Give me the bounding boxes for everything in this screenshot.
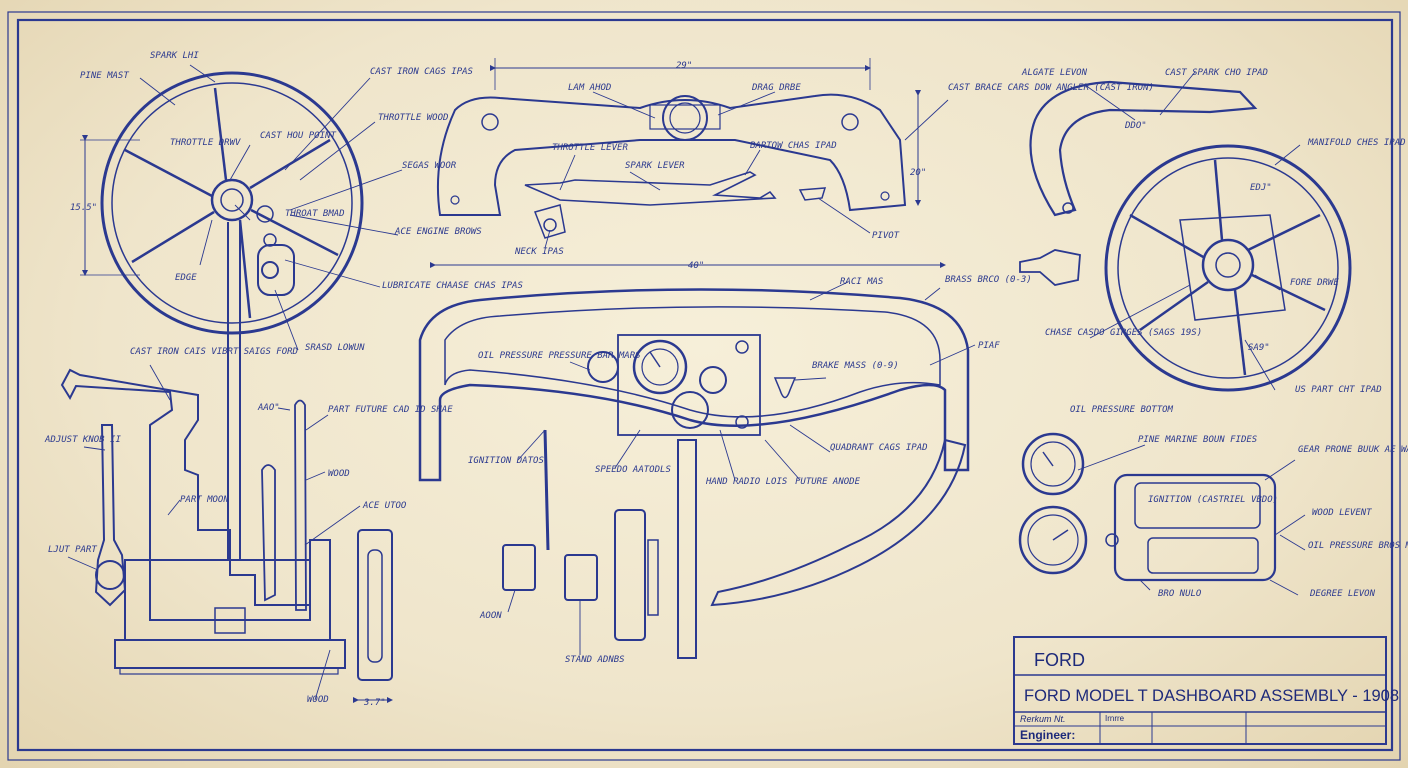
label-future-anode: FUTURE ANODE [795,477,861,487]
label-neck-ipas: NECK IPAS [514,247,564,257]
right-bracket [1029,80,1258,217]
label-brass: BRASS BRCO (0-3) [945,275,1032,285]
dim-lever-angle: AAO" [257,403,280,413]
label-fore-pivot: FORE DRWE [1290,278,1339,288]
drawing-title: FORD MODEL T DASHBOARD ASSEMBLY - 1908 [1024,687,1399,705]
label-algate-lever: ALGATE LEVON [1021,68,1088,78]
field1-value: Irnrre [1105,714,1125,723]
dim-wheel-dia: 15.5" [70,203,97,213]
label-speedo: SPEEDO AATODLS [595,465,671,475]
label-wood-lever: WOOD LEVENT [1312,508,1372,518]
label-cast-iron-top: CAST IRON CAGS IPAS [370,67,474,77]
top-bracket: 29" 20" [436,58,926,239]
label-gear-prone: GEAR PRONE BUUK AE WAWT [1298,445,1408,455]
label-cast-iron-left: CAST IRON CAIS VIBRT SAIGS FORD [130,347,298,357]
label-brake: BRAKE MASS (0-9) [812,361,899,371]
label-throttle-lever: THROTTLE LEVER [552,143,628,153]
label-wood-b: WOOD [307,695,329,705]
label-stand-lower: SRASD LOWUN [305,343,365,353]
outer-border [7,11,1401,761]
label-part-future: PART FUTURE CAD ID SHAE [328,405,453,415]
label-cast-spark: CAST SPARK CHO IPAD [1165,68,1268,78]
label-us-part: US PART CHT IPAD [1295,385,1382,395]
label-quadrant: QUADRANT CAGS IPAD [830,443,928,453]
label-stand-adnbs: STAND ADNBS [565,655,625,665]
label-oil-pressure: OIL PRESSURE PRESSURE BAR MARS [478,351,641,361]
inner-border [16,18,1394,752]
label-part-lower: PART MOON [180,495,229,505]
right-gauges [1018,432,1277,582]
label-cast-brace: CAST BRACE CARS DOW ANGLER (CAST IRON) [948,83,1154,93]
dim-dash-width: 40" [688,261,704,271]
label-drag-oscr: DRAG DRBE [751,83,801,93]
field1-label: Rerkum Nt. [1020,714,1066,724]
label-bartow: BARTOW CHAS IPAD [750,141,837,151]
label-pine-b: PIAF [978,341,1000,351]
dim-wheel-right-b: SA9" [1248,343,1270,353]
dim-bottom-width: 3.7" [363,698,386,708]
callout-labels: PINE MAST SPARK LHI CAST IRON CAGS IPAS … [44,51,1408,705]
label-lam-wood: LAM AHOD [568,83,611,93]
label-spark-lever: SPARK LEVER [625,161,685,171]
steering-wheel-left: 15.5" [70,71,364,560]
label-lubrication: LUBRICATE CHAASE CHAS IPAS [382,281,523,291]
label-cast-iron-mid: CAST HOU POINT [260,131,336,141]
label-edge: EDGE [175,273,197,283]
label-ace-engine: ACE ENGINE BROWS [394,227,482,237]
label-hand-radio: HAND RADIO LOIS [705,477,788,487]
dim-bracket-height: 20" [910,168,926,178]
label-throttle-wood: THROTTLE WOOD [378,113,448,123]
label-oil-pressure-right: OIL PRESSURE BROS MAAS [1308,541,1408,551]
dim-wheel-right-a: EDJ" [1250,183,1272,193]
label-ace-lower: ACE UTOO [362,501,407,511]
label-ignition: IGNITION DATOS [468,456,544,466]
label-degree-lower: DEGREE LEVON [1309,589,1376,599]
label-ignition-right: IGNITION (CASTRIEL VBDO) [1148,495,1278,505]
label-wood-a: WOOD [328,469,350,479]
label-oil-pressure-bottom: OIL PRESSURE BOTTOM [1070,405,1174,415]
title-block: FORD FORD MODEL T DASHBOARD ASSEMBLY - 1… [1013,636,1399,745]
dim-top-width: 29" [676,61,692,71]
label-aoon: AOON [479,611,502,621]
engineer-label: Engineer: [1020,728,1075,742]
label-chase-gears: CHASE CASDO GIRGES (SAGS 19S) [1045,328,1202,338]
label-gears-wood: SEGAS WOOR [402,161,457,171]
label-spark-top: SPARK LHI [150,51,199,61]
label-pivot: PIVOT [872,231,900,241]
label-throttle-block: THROTTLE DRWV [170,138,241,148]
dim-bracket-angle: DDO" [1124,121,1147,131]
column-base-assembly: 3.7" [60,368,393,708]
label-bro-nulo: BRO NULO [1158,589,1202,599]
label-raci-mas: RACI MAS [840,277,884,287]
label-adjust-knob: ADJUST KNOB II [44,435,121,445]
label-throttle-bmd: THROAT BMAD [285,209,345,219]
label-manifold: MANIFOLD CHES IPAD [1307,138,1406,148]
steering-wheel-right [1019,144,1352,392]
label-ljut-part: LJUT PART [48,545,97,555]
leader-lines [67,64,1306,701]
title-company: FORD [1034,650,1085,670]
label-pine-marine: PINE MARINE BOUN FIDES [1138,435,1258,445]
label-pine-mast: PINE MAST [80,71,129,81]
dashboard-main: 40" [418,261,970,659]
